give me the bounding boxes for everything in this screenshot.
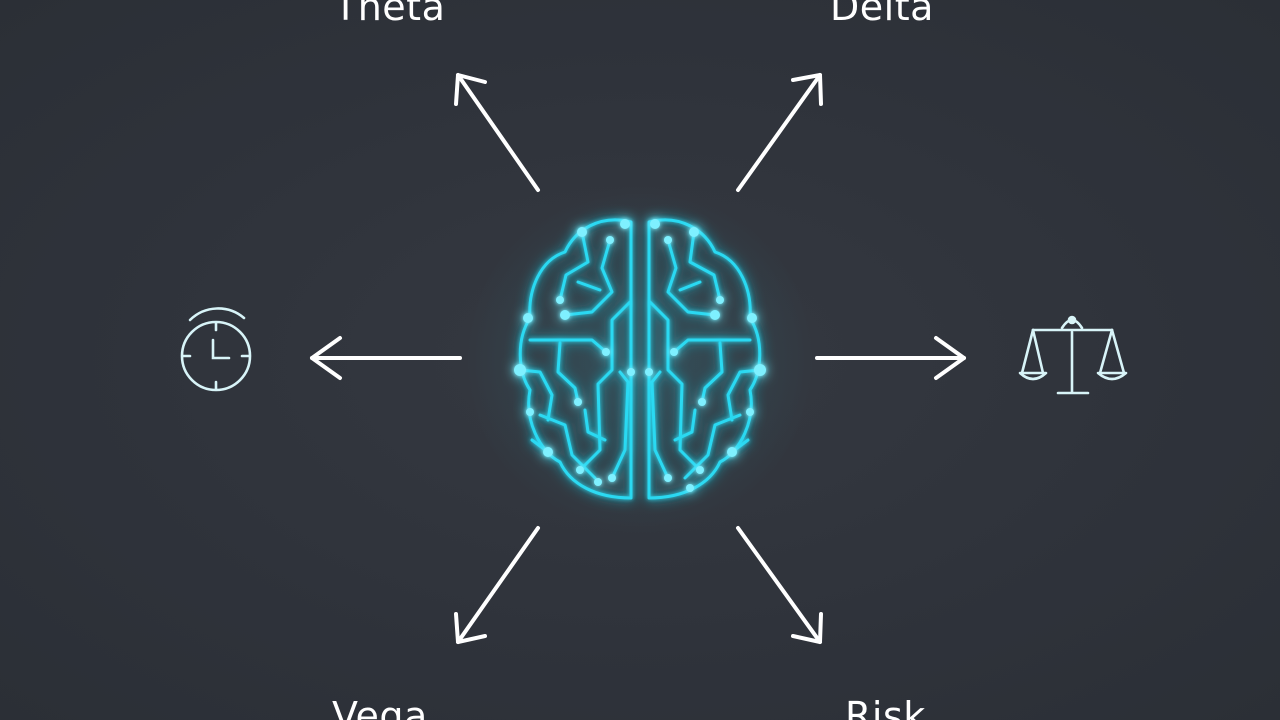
arrow-up-left bbox=[454, 73, 540, 192]
circuit-brain-icon bbox=[465, 185, 815, 535]
label-vega: Vega bbox=[332, 694, 428, 720]
label-theta: Theta bbox=[334, 0, 446, 29]
arrow-down-right bbox=[736, 526, 823, 644]
arrow-right bbox=[815, 336, 966, 380]
arrow-left bbox=[310, 336, 462, 380]
arrow-down-left bbox=[454, 526, 540, 644]
balance-scale-icon bbox=[1018, 315, 1128, 395]
stopwatch-icon bbox=[180, 307, 252, 392]
label-delta: Delta bbox=[830, 0, 934, 29]
arrow-up-right bbox=[736, 73, 823, 192]
label-risk: Risk bbox=[845, 694, 926, 720]
